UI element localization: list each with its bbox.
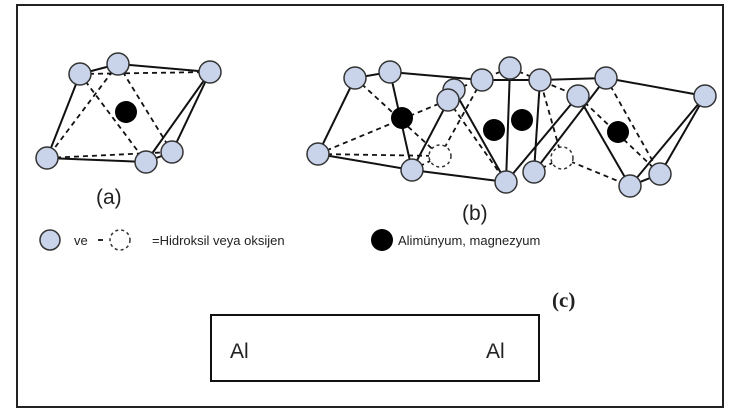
- panel-a-bond: [145, 71, 211, 163]
- panel-a-hidden-bond: [46, 63, 119, 159]
- legend-aluminum-text: Alimünyum, magnezyum: [398, 233, 541, 248]
- panel-b-anion: [594, 66, 618, 90]
- panel-b-bond: [533, 77, 607, 173]
- panel-a-anion: [106, 52, 130, 76]
- panel-b-anion: [648, 162, 672, 186]
- panel-b-hidden-bond: [317, 99, 449, 155]
- panel-b-hidden-anion: [428, 144, 452, 168]
- al-label-right: Al: [486, 340, 505, 363]
- panel-b-hidden-bond: [539, 79, 563, 159]
- panel-b-bond: [605, 77, 706, 97]
- panel-b-anion: [618, 174, 642, 198]
- panel-b-anion: [522, 160, 546, 184]
- panel-a-anion: [35, 146, 59, 170]
- panel-b-bond: [629, 95, 706, 187]
- panel-b-hidden-bond: [317, 153, 441, 157]
- panel-a-hidden-bond: [79, 71, 211, 75]
- legend-anion-symbol: [39, 229, 61, 251]
- panel-b-bond: [317, 153, 413, 171]
- panel-b-anion: [693, 84, 717, 108]
- panel-b-hidden-bond: [447, 99, 507, 183]
- panel-b-anion: [436, 88, 460, 112]
- panel-b-bond: [505, 95, 579, 183]
- panel-a-bond: [46, 157, 147, 163]
- panel-b-anion: [498, 56, 522, 80]
- panel-b-cation: [483, 119, 505, 141]
- panel-b-hidden-bond: [561, 157, 631, 187]
- panel-b-hidden-bond: [605, 77, 661, 175]
- panel-b-bond: [389, 71, 483, 81]
- panel-b-bond: [533, 79, 541, 173]
- panel-b-anion: [343, 66, 367, 90]
- legend-cation-symbol: [371, 229, 393, 251]
- panel-b-anion: [378, 60, 402, 84]
- panel-a-hidden-bond: [46, 151, 173, 159]
- panel-a-bond: [171, 71, 211, 153]
- panel-a-hidden-bond: [79, 73, 147, 163]
- panel-b-anion: [470, 68, 494, 92]
- legend-hidden-anion-symbol: [109, 229, 131, 251]
- panel-b-anion: [566, 84, 590, 108]
- al-layer-box: [210, 314, 540, 382]
- panel-b-anion: [400, 158, 424, 182]
- panel-b-label: (b): [462, 202, 488, 225]
- atoms-layer: [35, 52, 717, 251]
- panel-b-bond: [411, 169, 507, 183]
- panel-b-bond: [659, 95, 706, 175]
- legend-ve-text: ve: [74, 233, 88, 248]
- panel-a-anion: [198, 60, 222, 84]
- panel-a-label: (a): [96, 186, 122, 209]
- al-label-left: Al: [230, 340, 249, 363]
- panel-a-anion: [134, 150, 158, 174]
- panel-b-bond: [577, 95, 631, 187]
- panel-b-cation: [607, 121, 629, 143]
- panel-b-anion: [494, 170, 518, 194]
- panel-c-label: (c): [552, 288, 576, 312]
- legend-hydroxyl-text: =Hidroksil veya oksijen: [152, 233, 285, 248]
- panel-b-cation: [511, 109, 533, 131]
- panel-a-anion: [68, 62, 92, 86]
- panel-a-anion: [160, 140, 184, 164]
- panel-b-cation: [391, 107, 413, 129]
- panel-b-bond: [317, 77, 356, 155]
- panel-b-anion: [528, 68, 552, 92]
- panel-b-anion: [306, 142, 330, 166]
- panel-b-hidden-bond: [439, 79, 483, 157]
- panel-a-bond: [117, 63, 211, 73]
- panel-b-bond: [453, 89, 507, 183]
- panel-a-bond: [46, 73, 81, 159]
- panel-a-cation: [115, 101, 137, 123]
- panel-b-hidden-anion: [550, 146, 574, 170]
- panel-b-bond: [505, 67, 511, 183]
